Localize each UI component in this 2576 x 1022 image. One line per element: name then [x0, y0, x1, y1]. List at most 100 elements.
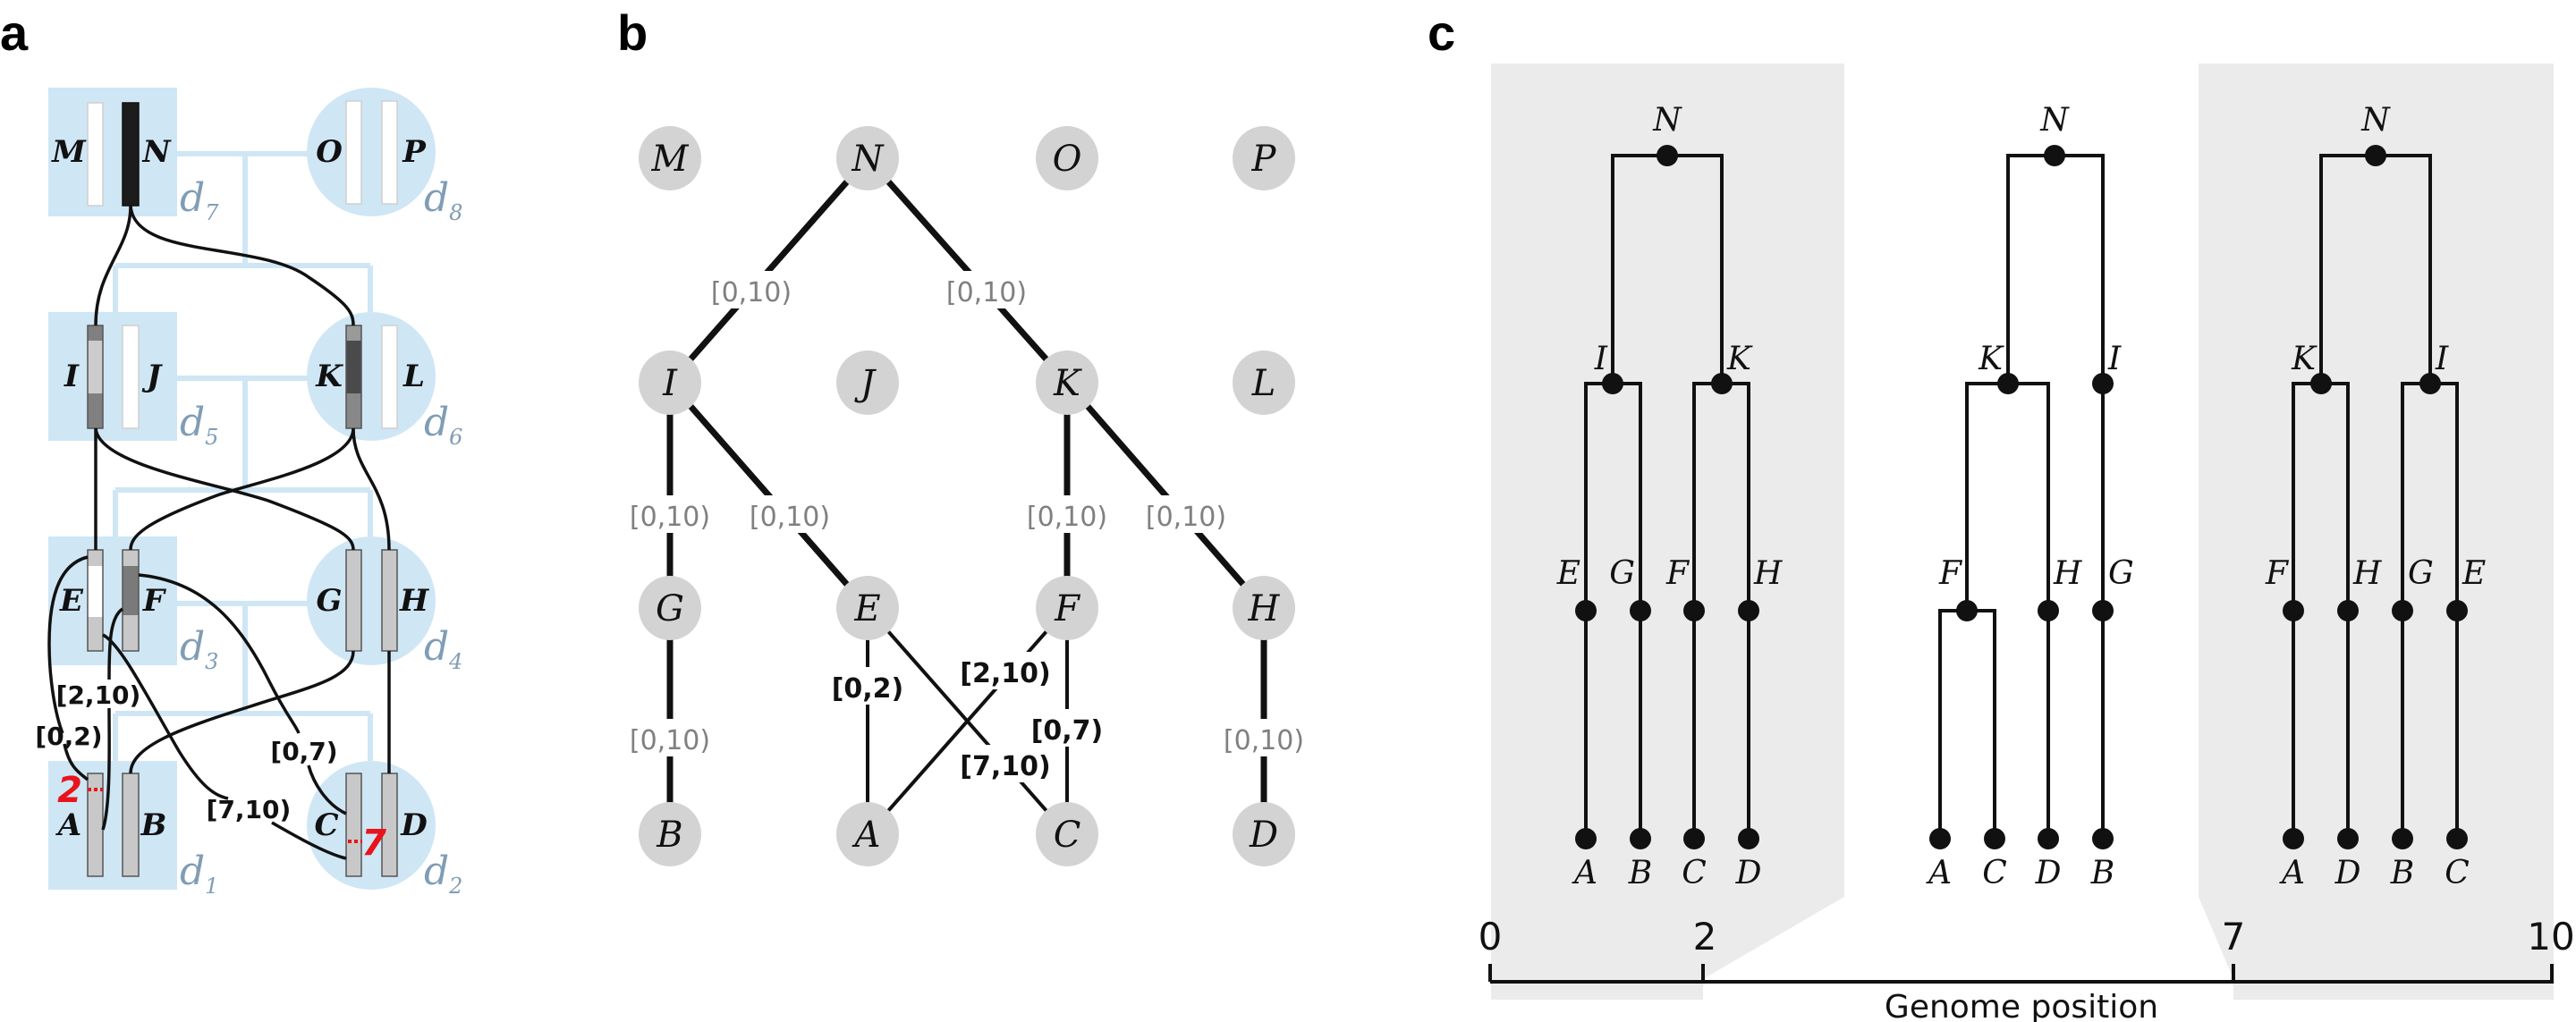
deme-label-d7: d7 [180, 175, 219, 225]
graph-node-F [1036, 576, 1098, 640]
individual-label-I: I [64, 359, 80, 394]
individual-label-A: A [55, 807, 81, 843]
deme-label-d4: d4 [424, 624, 462, 674]
deme-link-gen2 [113, 376, 373, 536]
graph-node-B [639, 802, 701, 866]
chromosome-L [381, 325, 398, 429]
graph-node-label-K: K [1053, 363, 1082, 404]
chromosome-B [122, 773, 140, 877]
chromosome-G [345, 549, 362, 652]
individual-label-P: P [402, 134, 427, 170]
graph-edge-label-bg-K-F [1019, 495, 1115, 533]
tree-node-B [2092, 828, 2114, 849]
tree-node-label-H: H [2053, 555, 2082, 592]
graph-edge-N-I [667, 156, 870, 385]
tree-branch-l3 [1938, 609, 1996, 839]
deme-link-gen3 [113, 601, 373, 761]
graph-node-label-L: L [1251, 363, 1276, 404]
tree-node-label-D: D [2334, 855, 2361, 891]
graph-node-L [1233, 351, 1295, 415]
tree-node-A [1929, 828, 1951, 849]
tree-branch-root [2006, 154, 2105, 384]
graph-edge-label-G-B: [0,10) [630, 725, 710, 756]
shade-interval-0-2 [1491, 63, 1844, 1000]
tree-node-label-F: F [1938, 555, 1963, 592]
individual-label-B: B [140, 807, 167, 843]
breakpoint-label-7: 7 [361, 823, 386, 864]
inheritance-curves [47, 205, 391, 860]
inherit-E-C-lower [271, 821, 347, 860]
deme-label-d6: d6 [424, 400, 462, 450]
tree-node-K [1711, 373, 1733, 394]
tree-node-I [2419, 373, 2441, 394]
tree-node-label-C: C [1982, 855, 2007, 891]
graph-node-label-P: P [1251, 139, 1277, 180]
chromosome-O [345, 100, 362, 205]
tree-node-E [2446, 600, 2468, 621]
chromosome-K [345, 325, 362, 429]
breakpoint-label-2: 2 [57, 770, 82, 811]
tree-node-label-G: G [2408, 555, 2434, 592]
interval-label-E-C: [7,10) [207, 795, 292, 824]
graph-node-J [836, 351, 899, 415]
inherit-E-A-lower [63, 743, 89, 781]
axis-title: Genome position [1885, 989, 2158, 1022]
graph-node-C [1036, 802, 1098, 866]
graph-node-label-B: B [656, 815, 682, 856]
tree-node-D [2337, 828, 2359, 849]
graph-edge-label-bg-N-I [703, 271, 800, 308]
tree-node-label-B: B [1628, 855, 1652, 891]
deme-label-d2: d2 [424, 849, 462, 899]
graph-edge-label-bg-I-G [622, 495, 718, 533]
chromosome-H [381, 549, 398, 652]
inherit-F-C-upper [138, 573, 301, 734]
tree-node-label-N: N [2039, 102, 2070, 139]
graph-node-label-E: E [853, 588, 880, 629]
deme-d8 [307, 88, 436, 216]
tree-node-F [2283, 600, 2304, 621]
inherit-K-F [129, 427, 355, 551]
graph-edge-label-K-H: [0,10) [1146, 502, 1226, 533]
tree-node-F [1683, 600, 1705, 621]
graph-edge-label-bg-N-K [938, 271, 1035, 308]
individual-label-G: G [316, 583, 342, 619]
tree-branches [1938, 154, 2105, 839]
tree-node-D [1738, 828, 1759, 849]
graph-edge-label-F-C: [0,7) [1031, 715, 1104, 747]
tree-node-A [1575, 828, 1597, 849]
inherit-N-I [94, 205, 132, 326]
tree-node-N [2044, 145, 2065, 166]
graph-node-label-C: C [1054, 815, 1081, 856]
interval-label-E-A: [0,2) [35, 722, 102, 751]
panel-c-label: c [1428, 4, 1455, 61]
tree-node-label-N: N [2360, 102, 2391, 139]
tree-node-label-K: K [1978, 341, 2004, 377]
tree-node-label-F: F [1665, 555, 1690, 592]
tree-node-label-C: C [1682, 855, 1707, 891]
inherit-G-B [129, 650, 355, 774]
chromosome-J [122, 325, 140, 429]
tree-node-label-I: I [2435, 341, 2449, 377]
deme-d6 [307, 312, 436, 441]
panel-b-label: b [617, 4, 648, 61]
inherit-F-A-upper [107, 607, 124, 680]
panel-a-pedigree: d7 d8 d5 d6 d3 d4 d1 d2 [35, 88, 462, 899]
chromosome-M [87, 102, 104, 207]
tree-node-G [2092, 600, 2114, 621]
graph-node-label-O: O [1053, 139, 1082, 180]
tree-node-G [2392, 600, 2413, 621]
inherit-F-A-lower [101, 707, 111, 831]
tree-node-H [2038, 600, 2059, 621]
tree-node-label-F: F [2265, 555, 2290, 592]
chromosome-C [345, 773, 362, 877]
graph-edge-labels: [0,10)[0,10)[0,10)[0,10)[0,10)[0,10)[0,1… [622, 271, 1312, 782]
tree-node-G [1630, 600, 1651, 621]
tree-node-C [1683, 828, 1705, 849]
graph-edge-label-I-E: [0,10) [750, 502, 830, 533]
tree-node-label-I: I [2107, 341, 2122, 377]
graph-edge-label-N-K: [0,10) [946, 277, 1027, 308]
graph-node-I [639, 351, 701, 415]
graph-edge-label-bg-G-B [622, 719, 718, 756]
